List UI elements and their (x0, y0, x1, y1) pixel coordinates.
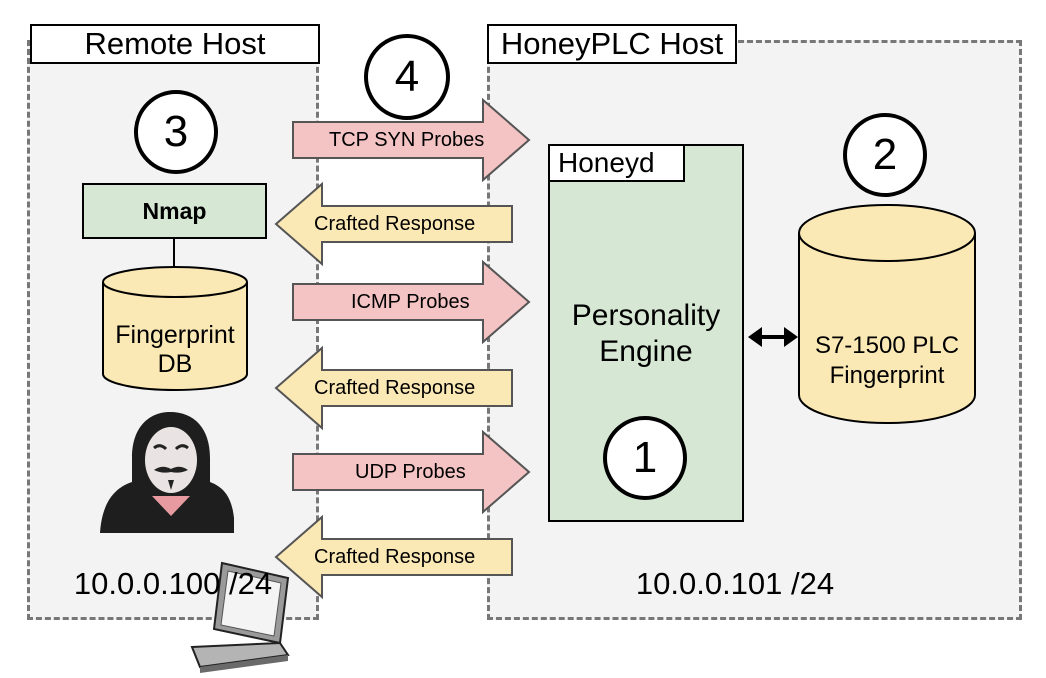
arrow-label: Crafted Response (314, 377, 476, 399)
honeyplc-host-ip: 10.0.0.101 /24 (635, 566, 835, 601)
remote-host-title: Remote Host (30, 24, 320, 64)
db-label-line2: DB (157, 350, 193, 378)
arrow-icmp-probes: ICMP Probes (292, 259, 531, 345)
fingerprint-db: Fingerprint DB (102, 266, 248, 392)
attacker-with-laptop (92, 408, 298, 673)
arrow-label: ICMP Probes (351, 291, 470, 313)
arrow-label: UDP Probes (355, 461, 466, 483)
plc-fingerprint-line2: Fingerprint (829, 362, 945, 389)
nmap-db-connector (173, 239, 175, 279)
arrow-udp-probes: UDP Probes (292, 429, 531, 515)
plc-fingerprint-line1: S7-1500 PLC (814, 332, 960, 359)
plc-fingerprint-db: S7-1500 PLC Fingerprint (798, 203, 976, 425)
step-1-circle: 1 (603, 416, 687, 500)
bidirectional-arrow (748, 322, 798, 352)
attacker-icon (100, 412, 234, 533)
database-icon (102, 266, 248, 391)
arrow-label: Crafted Response (314, 546, 476, 568)
db-label-line1: Fingerprint (115, 321, 235, 349)
step-3-circle: 3 (134, 90, 218, 174)
arrow-label: Crafted Response (314, 213, 476, 235)
arrow-crafted-response: Crafted Response (274, 181, 514, 267)
database-icon (798, 204, 976, 424)
arrow-crafted-response: Crafted Response (274, 345, 514, 431)
nmap-label: Nmap (142, 197, 207, 224)
honeyplc-host-title: HoneyPLC Host (487, 24, 737, 64)
step-2-circle: 2 (843, 113, 927, 197)
arrow-label: TCP SYN Probes (329, 129, 485, 151)
arrow-crafted-response: Crafted Response (274, 514, 514, 600)
laptop-icon (190, 561, 290, 673)
remote-host-ip: 10.0.0.100 /24 (73, 566, 273, 601)
arrow-tcp-syn-probes: TCP SYN Probes (292, 97, 531, 183)
personality-engine-label: Personality Engine (548, 298, 744, 370)
engine-line2: Engine (599, 335, 693, 368)
nmap-box: Nmap (82, 183, 267, 239)
honeyd-label: Honeyd (548, 144, 685, 182)
step-4-circle: 4 (364, 34, 450, 120)
engine-line1: Personality (571, 299, 721, 332)
